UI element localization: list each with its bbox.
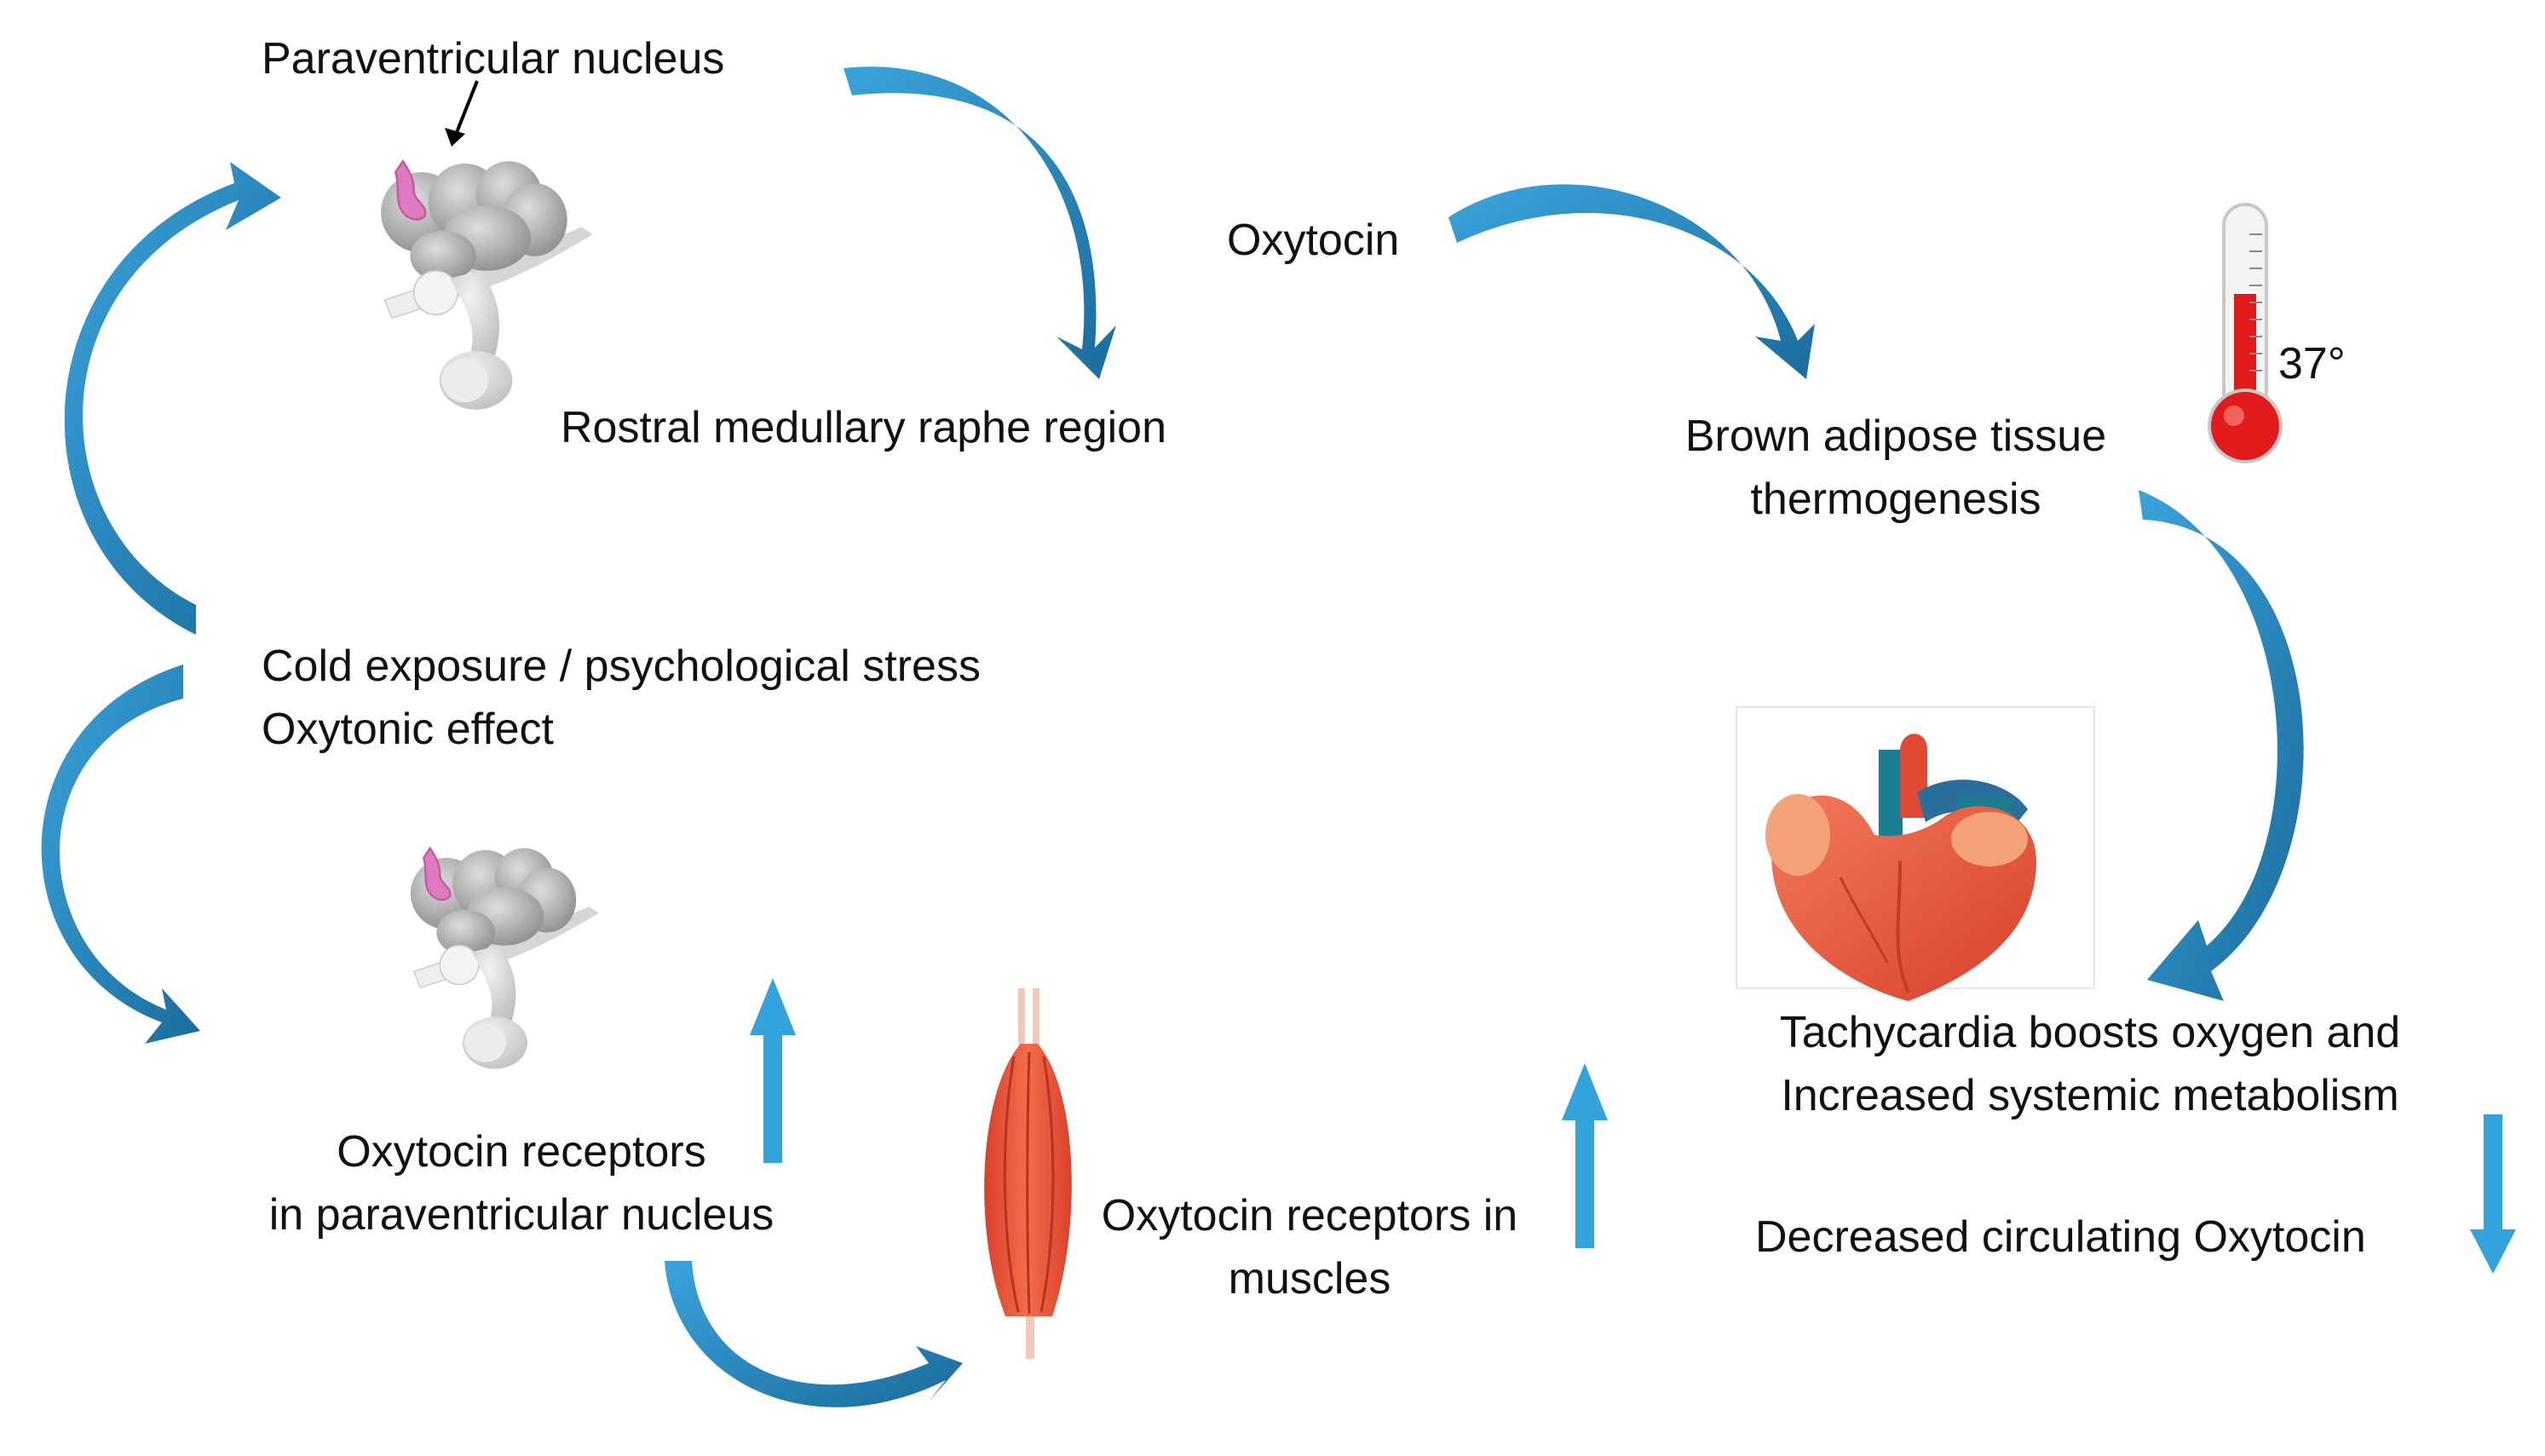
label-oxytonic-effect: Oxytonic effect bbox=[262, 705, 554, 754]
thermometer-icon bbox=[2208, 203, 2283, 463]
label-receptors-pvn-line2: in paraventricular nucleus bbox=[268, 1190, 774, 1240]
label-receptors-muscles: Oxytocin receptors in muscles bbox=[1102, 1184, 1517, 1310]
label-tachycardia: Tachycardia boosts oxygen and Increased … bbox=[1780, 1001, 2400, 1127]
label-cold-exposure-line: Cold exposure / psychological stress bbox=[262, 642, 981, 691]
label-oxytocin: Oxytocin bbox=[1227, 216, 1400, 265]
brain-icon bbox=[379, 159, 595, 411]
arrow-oxytocin-to-bat bbox=[1448, 184, 1815, 379]
arrow-receptors-to-muscle bbox=[665, 1261, 963, 1407]
label-tachycardia-line2: Increased systemic metabolism bbox=[1781, 1071, 2399, 1120]
pvn-pointer-arrow bbox=[445, 80, 479, 147]
label-receptors-muscles-line1: Oxytocin receptors in bbox=[1101, 1191, 1518, 1240]
brain-icon-lower bbox=[409, 847, 601, 1070]
up-arrow-pvn-receptors bbox=[750, 978, 796, 1163]
label-paraventricular-nucleus: Paraventricular nucleus bbox=[262, 34, 725, 83]
muscle-icon bbox=[984, 988, 1072, 1359]
label-tachycardia-line1: Tachycardia boosts oxygen and bbox=[1779, 1008, 2401, 1057]
heart-icon bbox=[1736, 706, 2095, 1001]
label-cold-exposure: Cold exposure / psychological stress Oxy… bbox=[262, 635, 981, 761]
label-temperature: 37° bbox=[2278, 339, 2346, 388]
up-arrow-muscle-receptors bbox=[1562, 1063, 1608, 1248]
arrow-stress-to-receptors bbox=[41, 665, 200, 1044]
arrow-bat-to-tachycardia bbox=[2139, 490, 2304, 1001]
arrow-pvn-to-raphe bbox=[844, 66, 1116, 380]
label-receptors-pvn-line1: Oxytocin receptors bbox=[337, 1127, 706, 1177]
arrow-stress-to-pvn bbox=[64, 162, 281, 635]
label-receptors-pvn: Oxytocin receptors in paraventricular nu… bbox=[269, 1120, 774, 1246]
down-arrow-oxytocin bbox=[2470, 1114, 2516, 1274]
label-rostral-medullary-raphe: Rostral medullary raphe region bbox=[561, 403, 1167, 452]
label-brown-adipose-line2: thermogenesis bbox=[1750, 475, 2041, 524]
label-brown-adipose-tissue: Brown adipose tissue thermogenesis bbox=[1685, 405, 2106, 531]
label-decreased-oxytocin: Decreased circulating Oxytocin bbox=[1755, 1212, 2366, 1262]
label-receptors-muscles-line2: muscles bbox=[1228, 1254, 1391, 1303]
label-brown-adipose-line1: Brown adipose tissue bbox=[1684, 411, 2107, 461]
